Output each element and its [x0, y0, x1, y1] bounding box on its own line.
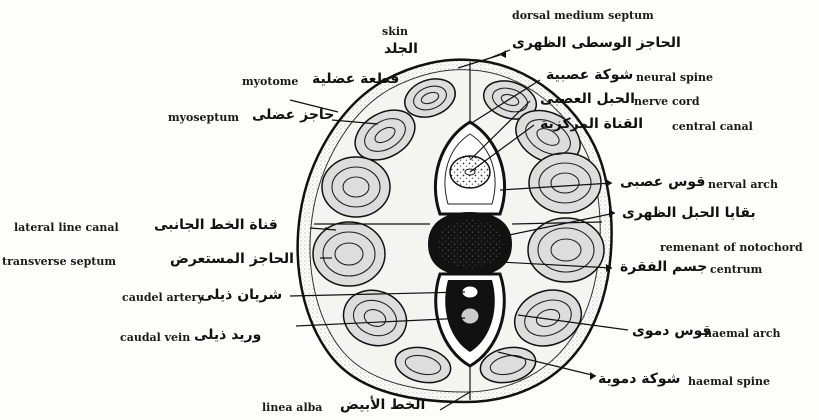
- caudal-vein: [461, 308, 479, 324]
- label-transverse-en: transverse septum: [2, 256, 116, 267]
- notochord-remnant: [437, 219, 503, 269]
- label-linea-alba-ar: الخط الأبيض: [340, 398, 425, 412]
- label-haemal-arch-en: haemal arch: [704, 328, 781, 339]
- label-centrum-en: centrum: [710, 264, 762, 275]
- label-dorsal-septum-en: dorsal medium septum: [512, 10, 654, 21]
- label-nerval-arch-en: nerval arch: [708, 179, 778, 190]
- label-dorsal-septum-ar: الحاجز الوسطى الظهرى: [512, 36, 681, 50]
- label-skin-ar: الجلد: [384, 42, 418, 56]
- label-myotome-ar: قطعة عضلية: [312, 72, 399, 86]
- label-haemal-spine-en: haemal spine: [688, 376, 770, 387]
- label-lateral-line-ar: قناة الخط الجانبى: [154, 218, 278, 232]
- label-skin-en: skin: [382, 26, 408, 37]
- label-nerve-cord-ar: الحبل العصبى: [540, 92, 635, 106]
- label-notochord-ar: بقايا الحبل الظهرى: [622, 206, 756, 220]
- label-caudal-vein-en: caudal vein: [120, 332, 190, 343]
- label-myoseptum-en: myoseptum: [168, 112, 239, 123]
- label-neural-spine-en: neural spine: [636, 72, 713, 83]
- label-lateral-line-en: lateral line canal: [14, 222, 119, 233]
- label-nerval-arch-ar: قوس عصبى: [620, 175, 705, 189]
- label-linea-alba-en: linea alba: [262, 402, 322, 413]
- label-haemal-arch-ar: قوس دموى: [632, 324, 712, 338]
- label-transverse-ar: الحاجز المستعرض: [170, 252, 294, 266]
- label-neural-spine-ar: شوكة عصبية: [546, 68, 633, 82]
- label-myotome-en: myotome: [242, 76, 298, 87]
- label-centrum-ar: جسم الفقرة: [620, 260, 707, 274]
- label-central-canal-en: central canal: [672, 121, 753, 132]
- label-myoseptum-ar: حاجز عضلى: [252, 108, 334, 122]
- label-central-canal-ar: القناة المركزية: [540, 117, 643, 131]
- label-nerve-cord-en: nerve cord: [634, 96, 700, 107]
- label-haemal-spine-ar: شوكة دموية: [598, 372, 680, 386]
- label-caudal-vein-ar: وريد ذيلى: [194, 328, 261, 342]
- label-caudal-artery-en: caudel artery: [122, 292, 204, 303]
- label-caudal-artery-ar: شريان ذيلى: [200, 288, 282, 302]
- label-notochord-en: remenant of notochord: [660, 242, 803, 253]
